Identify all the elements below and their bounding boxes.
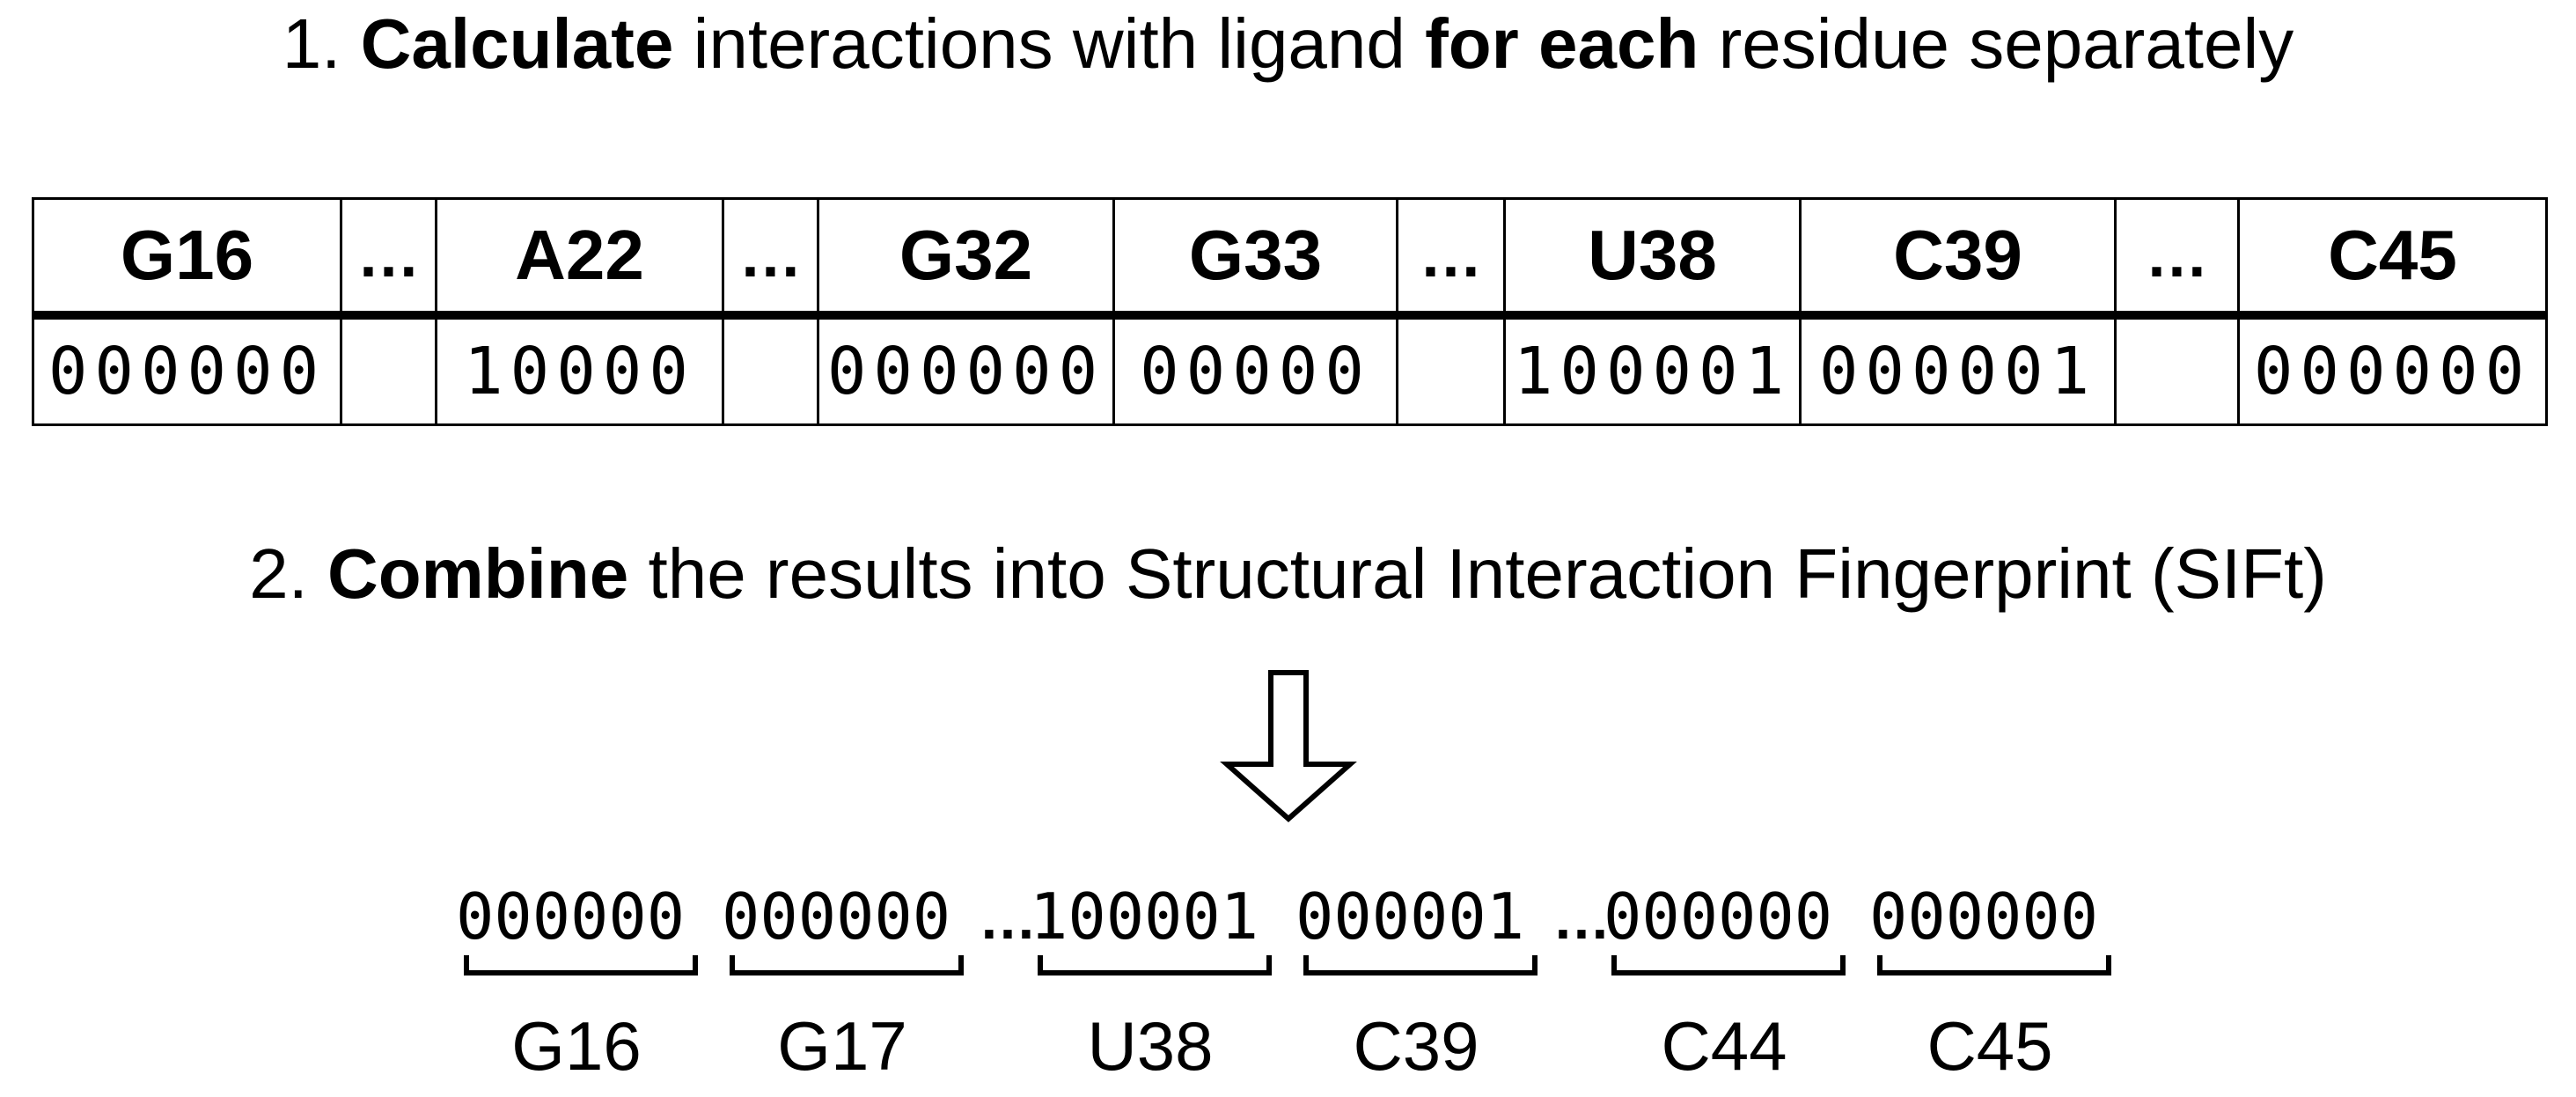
bits-cell-empty [722, 313, 819, 426]
fingerprint-segment: 000000 [456, 880, 686, 953]
fingerprint-segment: 000000 [722, 880, 951, 953]
bits-row: 000000 10000 000000 00000 100001 000001 … [32, 313, 2548, 426]
residue-header-ellipsis: … [1396, 197, 1506, 320]
residue-header-ellipsis: … [722, 197, 819, 320]
step1-heading: 1. Calculate interactions with ligand fo… [0, 9, 2576, 79]
segment-bracket [1877, 955, 2111, 976]
segment-label: G17 [777, 1007, 907, 1085]
step2-bold-combine: Combine [327, 534, 629, 613]
bits-cell-empty [340, 313, 437, 426]
residue-header: U38 [1503, 197, 1802, 320]
down-arrow-icon [1220, 670, 1357, 823]
residue-header-ellipsis: … [340, 197, 437, 320]
residue-table: G16 … A22 … G32 G33 … U38 C39 … C45 0000… [32, 197, 2548, 426]
segment-bracket [1303, 955, 1538, 976]
bits-cell: 000001 [1799, 313, 2117, 426]
residue-header: G16 [32, 197, 342, 320]
residue-header: G33 [1112, 197, 1398, 320]
step1-text-a: interactions with ligand [673, 4, 1426, 83]
step2-number: 2. [249, 534, 308, 613]
segment-bracket [464, 955, 698, 976]
step1-text-b: residue separately [1699, 4, 2294, 83]
step1-bold-for-each: for each [1425, 4, 1699, 83]
residue-header: C45 [2237, 197, 2548, 320]
bits-cell: 000000 [32, 313, 342, 426]
segment-label: U38 [1087, 1007, 1214, 1085]
segment-label: C44 [1661, 1007, 1787, 1085]
step2-text: the results into Structural Interaction … [628, 534, 2327, 613]
segment-brackets [464, 955, 2111, 976]
step1-bold-calculate: Calculate [360, 4, 674, 83]
residue-header: A22 [435, 197, 724, 320]
bits-cell: 00000 [1112, 313, 1398, 426]
bits-cell: 10000 [435, 313, 724, 426]
step1-number: 1. [282, 4, 341, 83]
fingerprint-ellipsis: … [979, 886, 1037, 951]
bits-cell-empty [1396, 313, 1506, 426]
step2-heading: 2. Combine the results into Structural I… [0, 539, 2576, 609]
fingerprint-segment: 000000 [1604, 880, 1833, 953]
bits-cell: 100001 [1503, 313, 1802, 426]
segment-bracket [1038, 955, 1272, 976]
residue-header: G32 [817, 197, 1115, 320]
segment-label: G16 [511, 1007, 642, 1085]
segment-bracket [730, 955, 964, 976]
fingerprint-segment: 000000 [1869, 880, 2099, 953]
bits-cell: 000000 [817, 313, 1115, 426]
residue-header: C39 [1799, 197, 2117, 320]
residue-header-row: G16 … A22 … G32 G33 … U38 C39 … C45 [32, 197, 2548, 320]
sift-fingerprint: 000000 000000 … 100001 000001 … 000000 0… [0, 885, 2576, 1097]
fingerprint-segment: 100001 [1030, 880, 1259, 953]
segment-bracket [1611, 955, 1846, 976]
segment-label: C39 [1353, 1007, 1479, 1085]
segment-label: C45 [1926, 1007, 2053, 1085]
fingerprint-segment: 000001 [1295, 880, 1525, 953]
bits-cell-empty [2114, 313, 2240, 426]
bits-cell: 000000 [2237, 313, 2548, 426]
fingerprint-ellipsis: … [1552, 886, 1611, 951]
residue-header-ellipsis: … [2114, 197, 2240, 320]
